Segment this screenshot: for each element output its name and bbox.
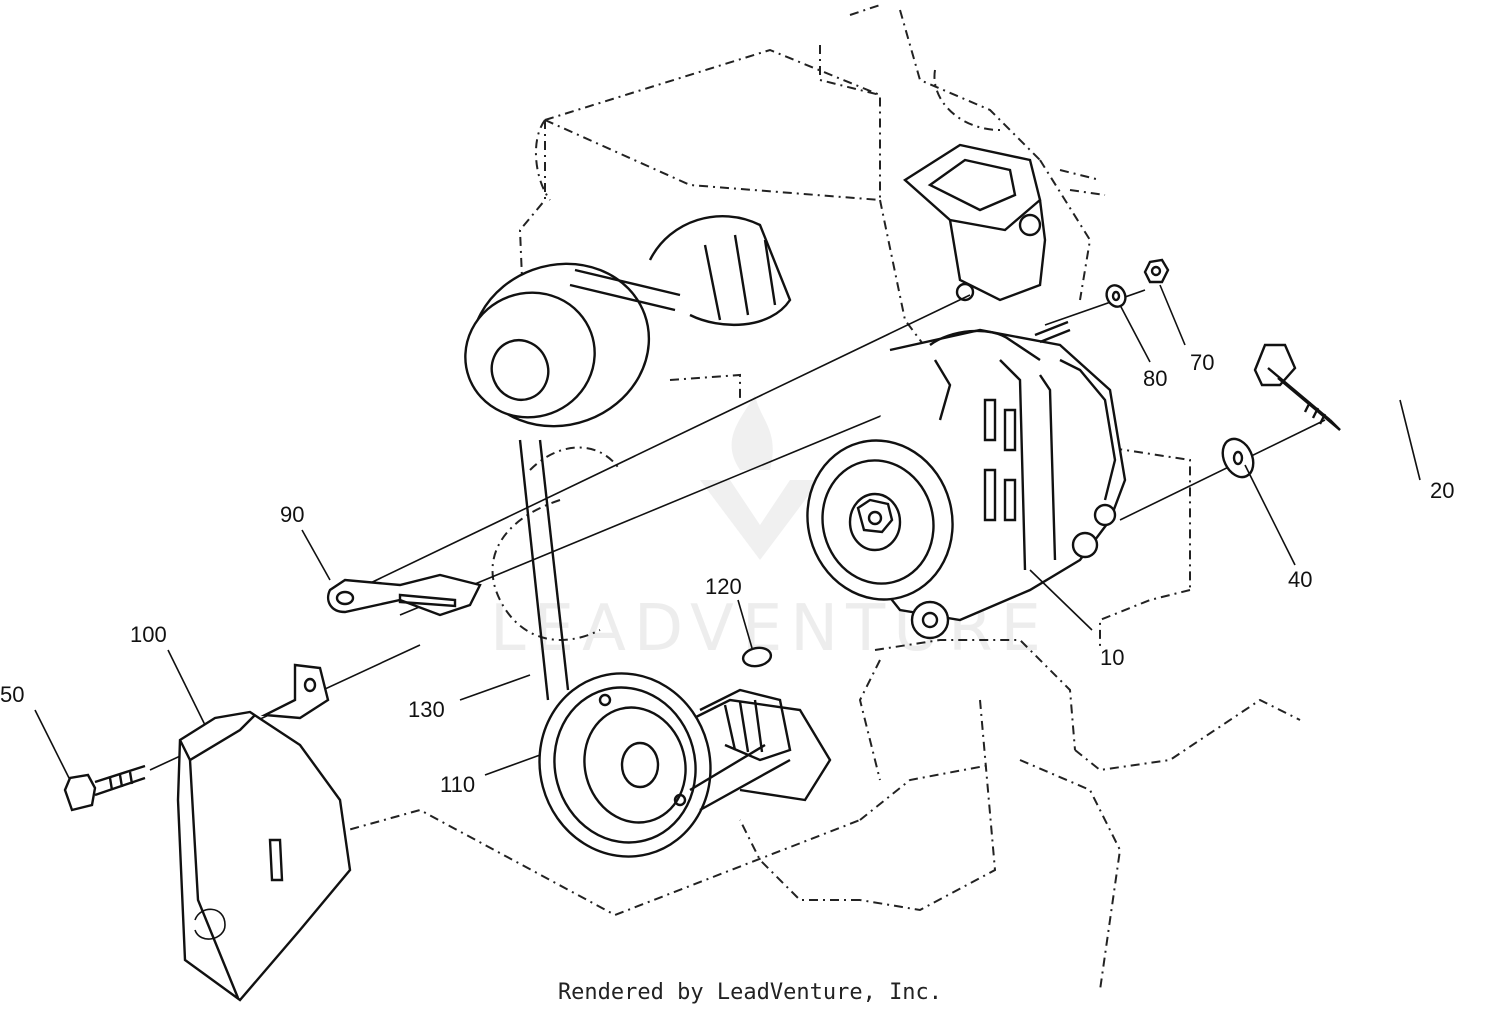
thermostat-housing bbox=[903, 143, 1047, 302]
crankshaft-pulley bbox=[538, 672, 832, 858]
render-credit: Rendered by LeadVenture, Inc. bbox=[557, 980, 943, 1005]
alternator bbox=[806, 328, 1127, 640]
callout-110: 110 bbox=[440, 772, 475, 797]
callout-leaders bbox=[34, 284, 1421, 781]
drive-belt bbox=[518, 268, 681, 701]
callout-100: 100 bbox=[130, 622, 167, 647]
callout-70: 70 bbox=[1190, 350, 1214, 375]
woodruff-key bbox=[741, 646, 773, 668]
water-pump-pulley bbox=[464, 215, 792, 428]
callout-130: 130 bbox=[408, 697, 445, 722]
callout-50: 50 bbox=[0, 682, 24, 707]
callout-80: 80 bbox=[1143, 366, 1167, 391]
callout-40: 40 bbox=[1288, 567, 1312, 592]
callout-120: 120 bbox=[705, 574, 742, 599]
long-bolt bbox=[1253, 343, 1341, 431]
callout-labels: 10 20 40 50 70 80 90 100 110 120 130 bbox=[0, 350, 1454, 797]
callout-10: 10 bbox=[1100, 645, 1124, 670]
adjusting-bracket bbox=[326, 573, 482, 617]
callout-20: 20 bbox=[1430, 478, 1454, 503]
callout-90: 90 bbox=[280, 502, 304, 527]
belt-cover bbox=[176, 663, 352, 1002]
flat-washer bbox=[1221, 437, 1255, 479]
cover-bolt bbox=[63, 764, 146, 812]
nut-and-washer bbox=[1034, 258, 1170, 344]
